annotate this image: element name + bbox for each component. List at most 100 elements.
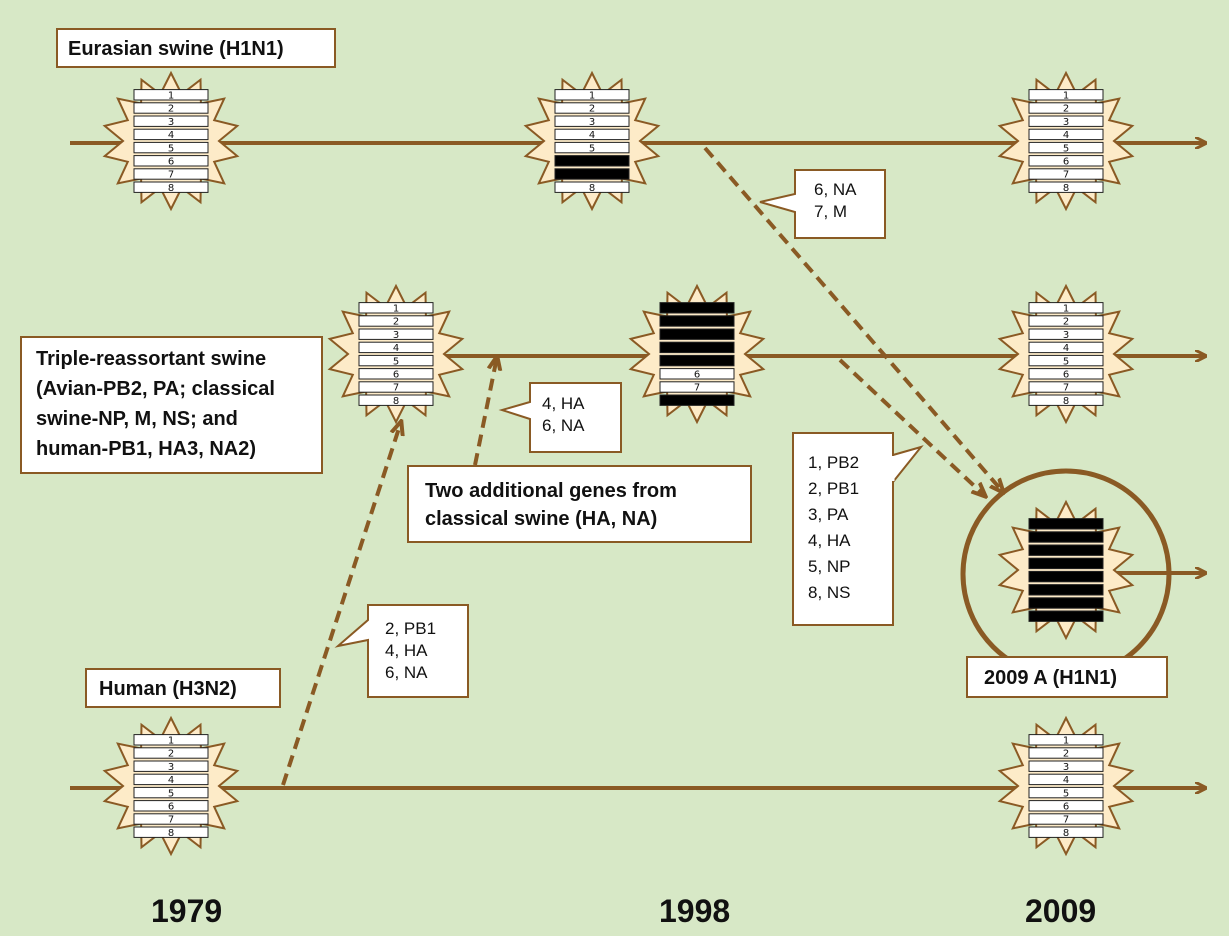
- gene-segment: [554, 115, 630, 127]
- gene-segment: [1028, 381, 1104, 393]
- gene-segment-label: 1: [1063, 304, 1069, 315]
- callout-triple-text: 1, PB2 2, PB1 3, PA 4, HA 5, NP 8, NS: [808, 450, 859, 606]
- gene-segment: [1028, 155, 1104, 167]
- gene-segment: [358, 354, 434, 367]
- gene-segment-label: 3: [1063, 117, 1069, 128]
- gene-segment-label: 1: [589, 91, 595, 102]
- gene-segment: [133, 141, 209, 154]
- gene-segment: [1028, 302, 1104, 314]
- gene-segment: [1028, 584, 1104, 596]
- callout-line: 6, NA: [385, 663, 428, 682]
- callout-line: 2, PB1: [808, 479, 860, 498]
- gene-segment: [133, 168, 209, 180]
- gene-segment: [659, 315, 735, 327]
- virus-triple-2009: 1 2 3 4 5 6 7 8: [997, 283, 1135, 425]
- gene-segment-label: 5: [393, 356, 399, 367]
- human-h3n2-label: Human (H3N2): [85, 668, 281, 708]
- gene-segment: [1028, 315, 1104, 327]
- gene-segment: [358, 315, 434, 327]
- gene-segment: [1028, 760, 1104, 772]
- gene-segment-label: 1: [393, 304, 399, 315]
- gene-segment: [358, 381, 434, 393]
- human-to-triple-arrow: [281, 422, 401, 786]
- callout-line: 4, HA: [542, 394, 585, 413]
- gene-segment: [1028, 531, 1104, 543]
- gene-segment: [1028, 557, 1104, 570]
- gene-segment-label: 4: [393, 343, 399, 354]
- year-label-1998: 1998: [659, 893, 731, 929]
- gene-segment-label: 7: [1063, 383, 1069, 394]
- callout-line: 6, NA: [814, 180, 857, 199]
- gene-segment-label: 8: [589, 183, 595, 194]
- gene-segment: [133, 786, 209, 799]
- gene-segment-label: 3: [589, 117, 595, 128]
- gene-segment: [1028, 610, 1104, 622]
- gene-segment-label: 8: [1063, 828, 1069, 839]
- gene-segment: [133, 813, 209, 825]
- gene-segment: [659, 394, 735, 406]
- gene-segment-label: 3: [168, 117, 174, 128]
- gene-segment-label: 4: [1063, 343, 1069, 354]
- gene-segment: [133, 734, 209, 746]
- gene-segment: [1028, 181, 1104, 193]
- gene-segment-label: 2: [1063, 317, 1069, 328]
- gene-segment: [554, 168, 630, 180]
- gene-segment-label: 7: [393, 383, 399, 394]
- gene-segment-label: 8: [168, 828, 174, 839]
- gene-segment: [1028, 597, 1104, 609]
- callout-classical-shape: [498, 382, 622, 453]
- gene-segment-label: 4: [1063, 775, 1069, 786]
- gene-segment-label: 2: [1063, 749, 1069, 760]
- gene-segment-label: 5: [1063, 143, 1069, 154]
- gene-segment-label: 2: [393, 317, 399, 328]
- gene-segment: [1028, 826, 1104, 838]
- gene-segment: [133, 102, 209, 114]
- gene-segment: [133, 89, 209, 101]
- gene-segment: [554, 181, 630, 193]
- callout-line: 4, HA: [808, 531, 851, 550]
- triple-to-pandemic-arrow: [838, 358, 985, 496]
- gene-segment: [133, 181, 209, 193]
- gene-segment: [1028, 168, 1104, 180]
- callout-eurasian-shape: [759, 169, 886, 239]
- gene-segment: [133, 826, 209, 838]
- gene-segment-label: 8: [1063, 396, 1069, 407]
- triple-reassortant-label: Triple-reassortant swine (Avian-PB2, PA;…: [20, 336, 323, 474]
- gene-segment-label: 8: [168, 183, 174, 194]
- gene-segment-label: 2: [168, 749, 174, 760]
- gene-segment-label: 6: [1063, 370, 1069, 381]
- gene-segment: [1028, 89, 1104, 101]
- gene-segment-label: 5: [589, 143, 595, 154]
- gene-segment: [659, 354, 735, 367]
- gene-segment-label: 3: [1063, 330, 1069, 341]
- gene-segment-label: 6: [168, 802, 174, 813]
- gene-segment-label: 5: [168, 788, 174, 799]
- gene-segment: [358, 302, 434, 314]
- gene-segment-label: 5: [168, 143, 174, 154]
- callout-classical-text: 4, HA 6, NA: [542, 393, 585, 437]
- gene-segment-label: 7: [694, 383, 700, 394]
- gene-segment: [133, 128, 209, 141]
- gene-segment-label: 7: [1063, 815, 1069, 826]
- gene-segment: [1028, 800, 1104, 812]
- year-label-1979: 1979: [151, 893, 223, 929]
- callout-human-shape: [334, 604, 469, 698]
- gene-segment: [554, 128, 630, 141]
- gene-segment: [554, 102, 630, 114]
- gene-segment-label: 5: [1063, 356, 1069, 367]
- gene-segment-label: 1: [168, 91, 174, 102]
- gene-segment: [1028, 141, 1104, 154]
- gene-segment-label: 4: [589, 130, 595, 141]
- gene-segment: [358, 394, 434, 406]
- gene-segment-label: 7: [168, 170, 174, 181]
- gene-segment: [1028, 102, 1104, 114]
- gene-segment: [659, 381, 735, 393]
- gene-segment-label: 7: [1063, 170, 1069, 181]
- gene-segment-label: 6: [694, 370, 700, 381]
- gene-segment: [1028, 747, 1104, 759]
